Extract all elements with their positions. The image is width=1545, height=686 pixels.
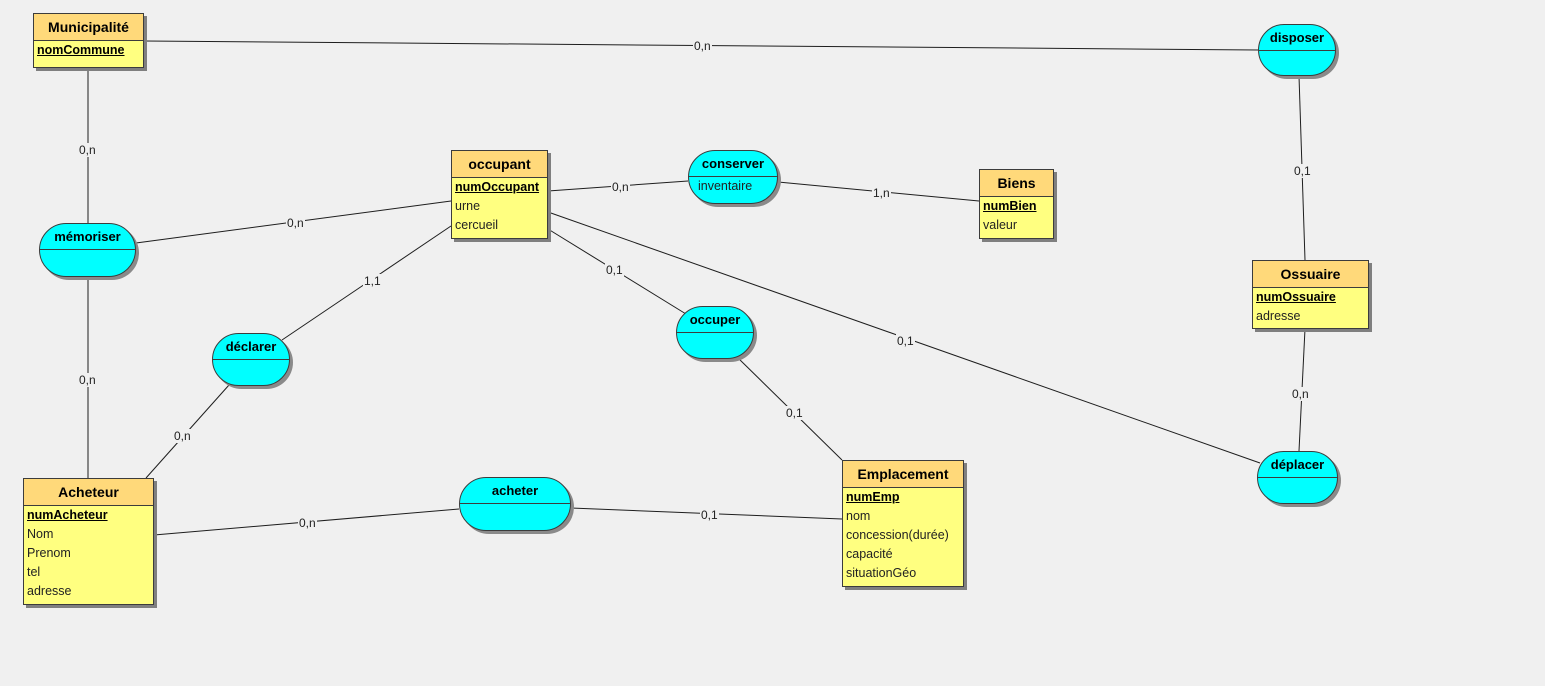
entity-attribute: adresse <box>27 584 72 598</box>
entity-title: Ossuaire <box>1253 261 1368 288</box>
association-title: conserver <box>689 151 777 177</box>
entity-title: Biens <box>980 170 1053 197</box>
cardinality-label: 0,n <box>78 143 97 157</box>
entity-key-attribute: numEmp <box>846 490 900 504</box>
entity-key-attribute: nomCommune <box>37 43 125 57</box>
association-title: occuper <box>677 307 753 333</box>
association-disposer[interactable]: disposer <box>1258 24 1336 76</box>
entity-title: occupant <box>452 151 547 178</box>
association-title: disposer <box>1259 25 1335 51</box>
entity-key-attribute: numOssuaire <box>1256 290 1336 304</box>
entity-acheteur[interactable]: Acheteur numAcheteur Nom Prenom tel adre… <box>23 478 154 605</box>
association-title: mémoriser <box>40 224 135 250</box>
cardinality-label: 0,n <box>693 39 712 53</box>
cardinality-label: 0,1 <box>896 334 915 348</box>
association-conserver[interactable]: conserver inventaire <box>688 150 778 204</box>
cardinality-label: 0,1 <box>785 406 804 420</box>
cardinality-label: 0,1 <box>700 508 719 522</box>
association-attribute: inventaire <box>698 179 753 193</box>
entity-attribute: situationGéo <box>846 566 917 580</box>
entity-ossuaire[interactable]: Ossuaire numOssuaire adresse <box>1252 260 1369 329</box>
entity-attribute: tel <box>27 565 41 579</box>
association-memoriser[interactable]: mémoriser <box>39 223 136 277</box>
cardinality-label: 1,n <box>872 186 891 200</box>
cardinality-label: 0,n <box>298 516 317 530</box>
entity-key-attribute: numOccupant <box>455 180 540 194</box>
cardinality-label: 0,n <box>173 429 192 443</box>
entity-attribute: urne <box>455 199 481 213</box>
entity-title: Emplacement <box>843 461 963 488</box>
entity-attribute: adresse <box>1256 309 1301 323</box>
entity-title: Acheteur <box>24 479 153 506</box>
entity-attribute: valeur <box>983 218 1018 232</box>
cardinality-label: 0,1 <box>1293 164 1312 178</box>
association-title: acheter <box>460 478 570 504</box>
association-title: déclarer <box>213 334 289 360</box>
entity-attribute: nom <box>846 509 871 523</box>
entity-biens[interactable]: Biens numBien valeur <box>979 169 1054 239</box>
entity-emplacement[interactable]: Emplacement numEmp nom concession(durée)… <box>842 460 964 587</box>
cardinality-label: 0,n <box>78 373 97 387</box>
cardinality-label: 0,n <box>611 180 630 194</box>
association-deplacer[interactable]: déplacer <box>1257 451 1338 504</box>
association-acheter[interactable]: acheter <box>459 477 571 531</box>
entity-municipalite[interactable]: Municipalité nomCommune <box>33 13 144 68</box>
entity-key-attribute: numAcheteur <box>27 508 108 522</box>
entity-key-attribute: numBien <box>983 199 1037 213</box>
entity-attribute: Nom <box>27 527 54 541</box>
cardinality-label: 0,n <box>286 216 305 230</box>
entity-title: Municipalité <box>34 14 143 41</box>
entity-attribute: Prenom <box>27 546 71 560</box>
cardinality-label: 0,n <box>1291 387 1310 401</box>
entity-attribute: capacité <box>846 547 893 561</box>
association-declarer[interactable]: déclarer <box>212 333 290 386</box>
cardinality-label: 1,1 <box>363 274 382 288</box>
entity-occupant[interactable]: occupant numOccupant urne cercueil <box>451 150 548 239</box>
association-occuper[interactable]: occuper <box>676 306 754 359</box>
entity-attribute: cercueil <box>455 218 499 232</box>
entity-attribute: concession(durée) <box>846 528 949 542</box>
cardinality-label: 0,1 <box>605 263 624 277</box>
association-title: déplacer <box>1258 452 1337 478</box>
